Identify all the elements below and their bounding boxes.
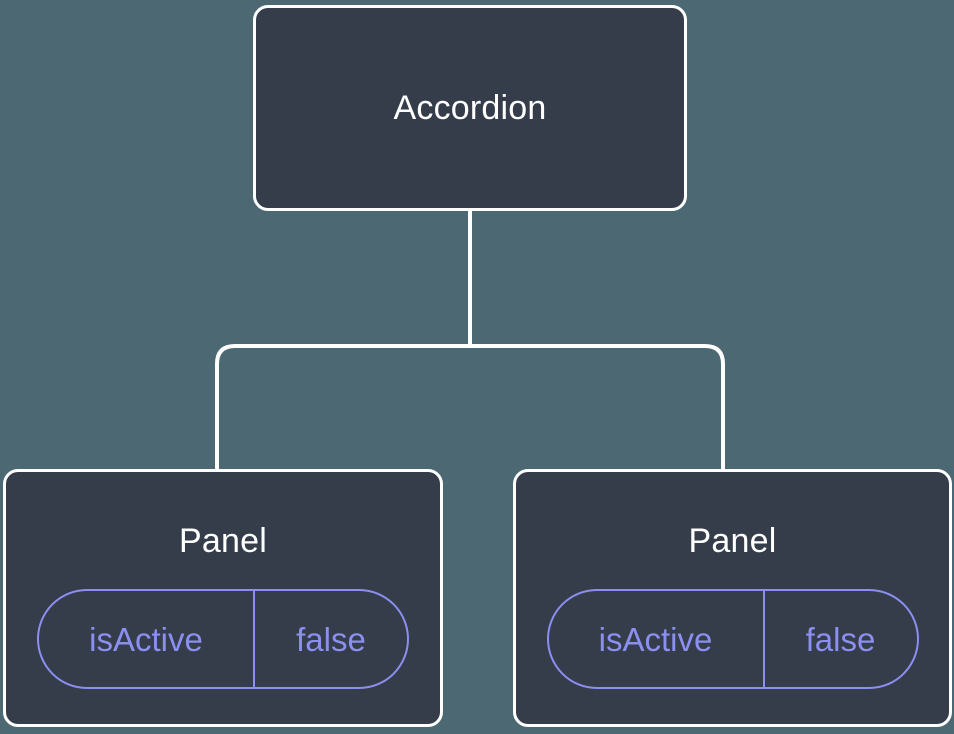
node-panel-left[interactable]: Panel isActive false xyxy=(3,469,443,727)
edge-branch-bar xyxy=(215,344,725,469)
node-title: Panel xyxy=(688,522,777,560)
prop-key: isActive xyxy=(549,591,765,687)
prop-key: isActive xyxy=(39,591,255,687)
node-accordion[interactable]: Accordion xyxy=(253,5,687,211)
prop-badge-isactive[interactable]: isActive false xyxy=(37,589,409,689)
node-title: Panel xyxy=(179,522,267,560)
prop-value: false xyxy=(296,620,366,658)
node-title: Accordion xyxy=(393,89,547,127)
prop-badge-isactive[interactable]: isActive false xyxy=(546,589,919,689)
node-panel-right[interactable]: Panel isActive false xyxy=(513,469,952,727)
prop-value: false xyxy=(805,620,876,658)
